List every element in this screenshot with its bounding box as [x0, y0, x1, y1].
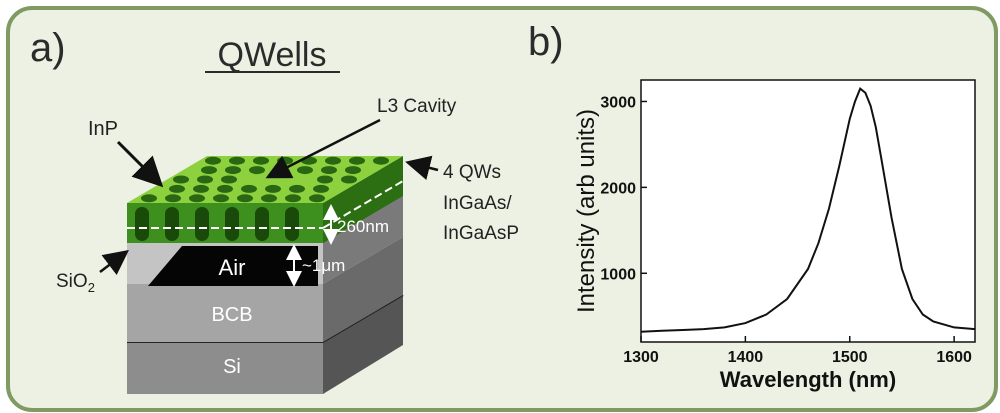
crystal-hole — [345, 166, 361, 175]
inp-arrow — [116, 140, 164, 188]
panel-b-letter: b) — [528, 20, 564, 64]
crystal-hole — [349, 156, 365, 165]
x-axis-label: Wavelength (nm) — [720, 367, 896, 392]
y-axis-ticks: 1000 2000 3000 — [600, 94, 647, 283]
crystal-hole — [289, 184, 305, 193]
crystal-hole — [317, 175, 333, 184]
qws-label-line1: 4 QWs — [443, 162, 501, 183]
qws-label-line2: InGaAs/ — [443, 193, 512, 214]
crystal-hole — [201, 166, 217, 175]
crystal-hole — [309, 194, 325, 203]
sio2-label-subscript: 2 — [88, 280, 95, 295]
crystal-hole — [205, 156, 221, 165]
crystal-hole — [249, 166, 265, 175]
membrane-hole-cuts — [135, 207, 299, 241]
crystal-hole — [225, 166, 241, 175]
qws-arrow — [405, 155, 439, 180]
crystal-hole — [141, 194, 157, 203]
crystal-hole — [297, 166, 313, 175]
x-axis-ticks: 1300 1400 1500 1600 — [623, 336, 972, 366]
x-tick-label: 1300 — [623, 349, 659, 366]
plot-area — [640, 79, 976, 343]
crystal-hole — [341, 175, 357, 184]
crystal-hole — [285, 194, 301, 203]
crystal-hole — [197, 175, 213, 184]
air-label: Air — [219, 255, 246, 280]
crystal-hole — [241, 184, 257, 193]
air-gap-label: ~1μm — [302, 256, 345, 275]
crystal-hole — [265, 184, 281, 193]
air-gap — [148, 246, 318, 286]
si-label: Si — [223, 356, 241, 378]
sio2-label-main: SiO — [56, 271, 88, 292]
y-tick-label: 3000 — [600, 94, 636, 111]
spectrum-line — [640, 86, 976, 333]
crystal-hole — [189, 194, 205, 203]
panel-a-title: QWells — [218, 36, 327, 74]
crystal-hole — [321, 166, 337, 175]
crystal-hole — [253, 156, 269, 165]
bcb-label: BCB — [211, 304, 252, 326]
y-tick-label: 2000 — [600, 180, 636, 197]
crystal-hole — [169, 184, 185, 193]
crystal-hole — [193, 184, 209, 193]
crystal-hole — [221, 175, 237, 184]
x-tick-label: 1600 — [936, 349, 972, 366]
bcb-layer-front — [127, 284, 323, 342]
crystal-hole — [237, 194, 253, 203]
crystal-hole — [173, 175, 189, 184]
l3-cavity-label: L3 Cavity — [377, 96, 457, 117]
photonic-crystal-holes — [141, 156, 389, 203]
y-axis-label: Intensity (arb units) — [573, 109, 600, 313]
crystal-hole — [261, 194, 277, 203]
inp-membrane-side — [323, 156, 403, 243]
sio2-layer-side — [323, 193, 403, 284]
crystal-hole — [325, 156, 341, 165]
l3-cavity-arrow — [265, 118, 381, 179]
crystal-hole — [217, 184, 233, 193]
sio2-label: SiO2 — [56, 271, 95, 295]
crystal-hole — [229, 156, 245, 165]
crystal-hole — [165, 194, 181, 203]
crystal-hole — [213, 194, 229, 203]
x-tick-label: 1400 — [728, 349, 764, 366]
thickness-label: 260nm — [337, 217, 389, 236]
crystal-hole — [373, 156, 389, 165]
y-tick-label: 1000 — [600, 266, 636, 283]
sio2-arrow — [99, 249, 129, 276]
x-tick-label: 1500 — [832, 349, 868, 366]
crystal-hole — [313, 184, 329, 193]
qws-label-line3: InGaAsP — [443, 223, 519, 244]
bcb-layer-side — [323, 237, 403, 342]
si-layer-front — [127, 342, 323, 394]
inp-label: InP — [88, 118, 118, 140]
panel-a-letter: a) — [30, 26, 66, 70]
si-layer-side — [323, 295, 403, 394]
